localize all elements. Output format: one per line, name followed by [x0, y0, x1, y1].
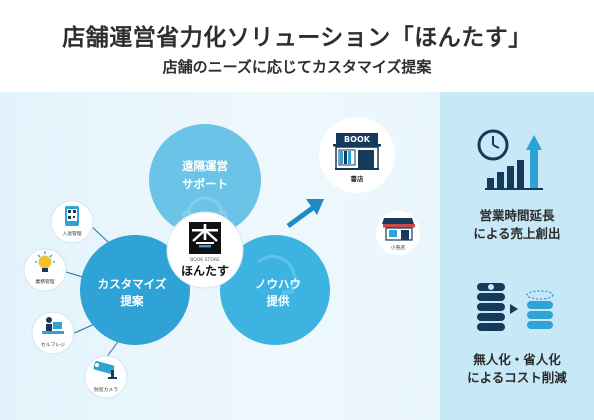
head-watermark-icon — [257, 255, 299, 300]
satellite-camera-label: 防犯カメラ — [94, 386, 118, 393]
knowhow-label-1: ノウハウ — [255, 277, 301, 291]
logo-small-text: BOOK STORE — [190, 257, 220, 263]
circle-customize-proposal — [80, 235, 190, 345]
benefit-sales-line1: 営業時間延長 — [479, 208, 555, 223]
retail-store-icon — [382, 218, 415, 241]
benefit-cost-line1: 無人化・省人化 — [473, 352, 561, 367]
arrow-right-up-icon — [286, 199, 324, 229]
center-brand-label: ほんたす — [181, 264, 229, 278]
benefits-panel — [440, 92, 594, 420]
bookstore-label: 書店 — [351, 174, 365, 183]
knowhow-label-2: 提供 — [267, 294, 290, 308]
self-checkout-icon — [42, 317, 64, 334]
lightbulb-icon — [35, 251, 55, 272]
satellite-entry-label: 入退管理 — [62, 230, 81, 237]
remote-label-2: サポート — [182, 177, 228, 191]
page-title: 店舗運営省力化ソリューション「ほんたす」 — [62, 25, 532, 51]
custom-label-1: カスタマイズ — [98, 277, 167, 291]
remote-label-1: 遠隔運営 — [182, 159, 228, 173]
bookstore-icon — [333, 133, 381, 170]
benefit-cost-caption: 無人化・省人化 によるコスト削減 — [440, 351, 594, 387]
custom-label-2: 提案 — [121, 294, 144, 308]
header: 店舗運営省力化ソリューション「ほんたす」 店舗のニーズに応じてカスタマイズ提案 — [0, 0, 594, 92]
benefit-cost-line2: によるコスト削減 — [467, 370, 567, 385]
circle-remote-support — [149, 124, 261, 236]
bookstore-sign-text: BOOK — [344, 135, 371, 144]
satellite-selfcheckout-label: セルフレジ — [41, 342, 65, 348]
benefit-sales-caption: 営業時間延長 による売上創出 — [440, 207, 594, 243]
benefit-sales-line2: による売上創出 — [473, 226, 561, 241]
security-camera-icon — [93, 360, 117, 379]
satellite-operations-label: 業務管理 — [35, 278, 54, 285]
clock-growth-chart-icon — [477, 129, 543, 190]
circle-knowhow — [220, 235, 330, 345]
honntasu-logo-icon — [189, 222, 221, 254]
coin-stack-reduction-icon — [477, 283, 554, 331]
qr-phone-icon — [65, 206, 79, 226]
page-subtitle: 店舗のニーズに応じてカスタマイズ提案 — [162, 58, 432, 76]
retail-store-label: 小売店 — [391, 244, 406, 251]
